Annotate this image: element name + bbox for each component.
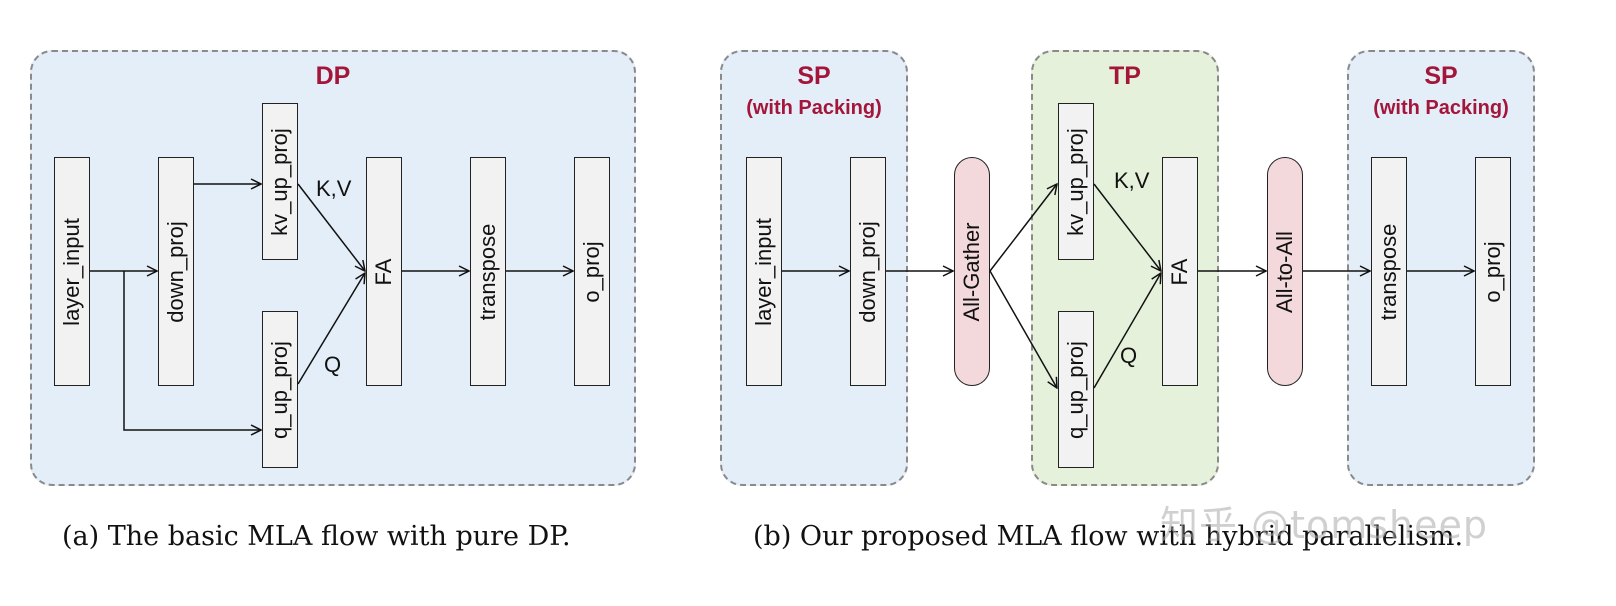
a-kv-edge-label: K,V xyxy=(316,176,352,201)
b-q-up-proj-label: q_up_proj xyxy=(1063,340,1088,439)
tp-region-title: TP xyxy=(1109,62,1141,90)
b-transpose-node: transpose xyxy=(1371,157,1407,386)
b-down-proj-node: down_proj xyxy=(850,157,886,386)
a-layer-input-label: layer_input xyxy=(59,217,84,326)
a-kv-up-proj-label: kv_up_proj xyxy=(267,127,292,236)
b-q-edge-label: Q xyxy=(1120,343,1138,368)
b-fa-node: FA xyxy=(1162,157,1198,386)
a-fa-label: FA xyxy=(371,258,396,285)
dp-region xyxy=(30,50,636,486)
a-q-up-proj-label: q_up_proj xyxy=(267,340,292,439)
b-q-up-proj-node: q_up_proj xyxy=(1058,311,1094,468)
a-caption: (a) The basic MLA flow with pure DP. xyxy=(62,521,571,552)
a-o-proj-node: o_proj xyxy=(574,157,610,386)
a-layer-input-node: layer_input xyxy=(54,157,90,386)
sp-right-region-title: SP xyxy=(1424,62,1458,90)
all-gather-label: All-Gather xyxy=(959,221,984,322)
a-o-proj-label: o_proj xyxy=(579,240,604,303)
a-transpose-node: transpose xyxy=(470,157,506,386)
a-down-proj-node: down_proj xyxy=(158,157,194,386)
dp-region-title: DP xyxy=(315,62,351,90)
a-down-proj-label: down_proj xyxy=(163,220,188,323)
b-kv-up-proj-node: kv_up_proj xyxy=(1058,103,1094,260)
b-o-proj-node: o_proj xyxy=(1475,157,1511,386)
a-kv-up-proj-node: kv_up_proj xyxy=(262,103,298,260)
b-transpose-label: transpose xyxy=(1376,223,1401,320)
sp-right-region-subtitle: (with Packing) xyxy=(1373,97,1509,119)
all-to-all-label: All-to-All xyxy=(1272,230,1297,313)
b-layer-input-label: layer_input xyxy=(751,217,776,326)
b-caption: (b) Our proposed MLA flow with hybrid pa… xyxy=(753,521,1464,552)
b-fa-label: FA xyxy=(1167,258,1192,285)
b-down-proj-label: down_proj xyxy=(855,220,880,323)
a-transpose-label: transpose xyxy=(475,223,500,320)
b-kv-edge-label: K,V xyxy=(1114,168,1150,193)
a-q-edge-label: Q xyxy=(324,352,342,377)
watermark: 知乎 @tomsheep xyxy=(1160,503,1489,547)
b-layer-input-node: layer_input xyxy=(746,157,782,386)
b-kv-up-proj-label: kv_up_proj xyxy=(1063,127,1088,236)
b-o-proj-label: o_proj xyxy=(1480,240,1505,303)
all-gather-node: All-Gather xyxy=(954,157,990,386)
a-fa-node: FA xyxy=(366,157,402,386)
sp-left-region-subtitle: (with Packing) xyxy=(746,97,882,119)
a-q-up-proj-node: q_up_proj xyxy=(262,311,298,468)
sp-left-region-title: SP xyxy=(797,62,831,90)
all-to-all-node: All-to-All xyxy=(1267,157,1303,386)
